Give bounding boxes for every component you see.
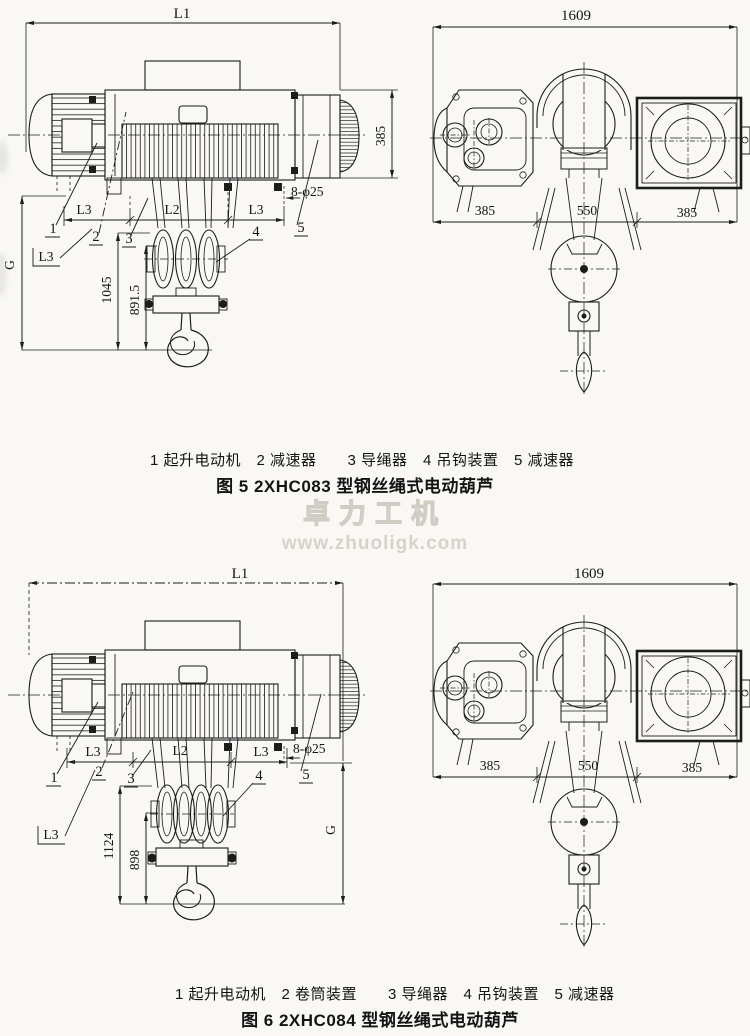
fig6-part-5: 5 bbox=[302, 767, 309, 783]
fig6-dim-g: G bbox=[323, 825, 338, 835]
fig5-part-3: 3 bbox=[125, 231, 132, 247]
fig6-dim-550: 550 bbox=[578, 758, 599, 773]
fig5-dim-g: G bbox=[2, 260, 17, 270]
fig6-part-3: 3 bbox=[127, 771, 134, 787]
fig5-dim-385-right: 385 bbox=[677, 205, 698, 220]
fig6-side-dim-labels: L1 L3 L2 L3 8-φ25 1124 898 G L3 1 2 3 4 … bbox=[44, 566, 339, 870]
fig5-dim-550: 550 bbox=[577, 203, 598, 218]
fig6-label-l3-ref: L3 bbox=[44, 827, 59, 842]
fig5-dim-1609: 1609 bbox=[561, 8, 591, 24]
fig5-hook-block bbox=[144, 229, 228, 368]
fig5-part-4: 4 bbox=[252, 224, 260, 240]
fig5-parts-caption: 1 起升电动机 2 减速器 3 导绳器 4 吊钩装置 5 减速器 bbox=[150, 452, 575, 469]
fig5-dim-l3-right: L3 bbox=[249, 202, 264, 217]
fig6-dim-l3-right: L3 bbox=[254, 744, 269, 759]
fig6-parts-caption: 1 起升电动机 2 卷筒装置 3 导绳器 4 吊钩装置 5 减速器 bbox=[175, 986, 615, 1003]
fig6-dim-l2: L2 bbox=[173, 743, 188, 758]
fig5-end-dimensions bbox=[432, 24, 738, 228]
fig6-title-caption: 图 6 2XHC084 型钢丝绳式电动葫芦 bbox=[241, 1011, 519, 1030]
fig5-dim-l2: L2 bbox=[165, 202, 180, 217]
fig5-end-dim-labels: 1609 385 550 385 bbox=[475, 8, 698, 220]
fig5-part-1: 1 bbox=[49, 221, 56, 237]
fig6-end-dimensions bbox=[432, 581, 738, 783]
fig6-end-view: 1609 385 550 385 bbox=[428, 566, 750, 951]
fig6-part-4: 4 bbox=[255, 768, 263, 784]
fig6-dim-385-left: 385 bbox=[480, 758, 501, 773]
scan-smudge bbox=[0, 140, 8, 174]
fig5-end-view: 1609 385 550 385 bbox=[428, 8, 750, 398]
fig6-dim-holes: 8-φ25 bbox=[293, 741, 326, 756]
fig6-end-body bbox=[428, 613, 750, 951]
scan-smudge bbox=[0, 252, 6, 296]
fig5-side-dimensions bbox=[19, 20, 398, 351]
fig6-dim-l3-left: L3 bbox=[86, 744, 101, 759]
fig5-part-5: 5 bbox=[297, 220, 304, 236]
fig5-dim-1045: 1045 bbox=[99, 276, 114, 303]
fig5-title-caption: 图 5 2XHC083 型钢丝绳式电动葫芦 bbox=[216, 477, 494, 496]
fig6-part-1: 1 bbox=[50, 770, 57, 786]
fig5-hoist-body bbox=[8, 61, 368, 228]
fig6-dim-898: 898 bbox=[127, 850, 142, 871]
fig6-dim-1609: 1609 bbox=[574, 566, 604, 582]
fig5-label-l3-ref: L3 bbox=[39, 249, 54, 264]
fig5-side-dim-labels: L1 385 L3 L2 L3 8-φ25 1045 891.5 G L3 1 … bbox=[2, 6, 388, 315]
fig6-part-2: 2 bbox=[95, 764, 102, 780]
fig5-dim-l3-left: L3 bbox=[77, 202, 92, 217]
fig6-side-dimensions bbox=[28, 580, 352, 905]
fig6-dim-l1: L1 bbox=[232, 566, 249, 582]
fig5-part-2: 2 bbox=[92, 229, 99, 245]
fig5-dim-l1: L1 bbox=[174, 6, 191, 22]
fig6-hook-block bbox=[147, 784, 237, 921]
fig5-end-body bbox=[428, 60, 750, 398]
fig5-dim-holes: 8-φ25 bbox=[291, 184, 324, 199]
fig5-dim-385: 385 bbox=[373, 126, 388, 147]
fig5-dim-891-5: 891.5 bbox=[127, 285, 142, 316]
fig5-dim-385-left: 385 bbox=[475, 203, 496, 218]
fig6-dim-1124: 1124 bbox=[101, 833, 116, 860]
fig6-end-dim-labels: 1609 385 550 385 bbox=[480, 566, 703, 775]
fig6-side-view: L1 L3 L2 L3 8-φ25 1124 898 G L3 1 2 3 4 … bbox=[8, 566, 368, 921]
fig6-dim-385-right: 385 bbox=[682, 760, 703, 775]
fig5-side-view: L1 385 L3 L2 L3 8-φ25 1045 891.5 G L3 1 … bbox=[2, 6, 398, 368]
